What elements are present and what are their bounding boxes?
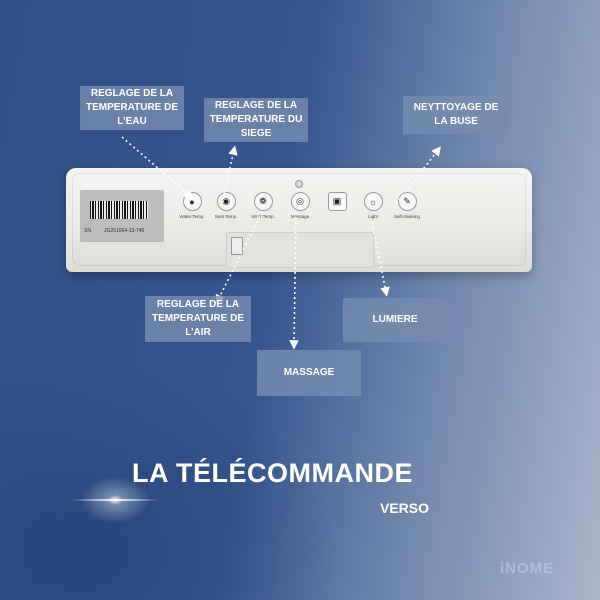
massage-button[interactable]: ◎ Massage [280, 192, 320, 219]
serial-sticker: SN JG251064-13-745 [80, 190, 164, 242]
light-button[interactable]: ☼ Light [353, 192, 393, 219]
callout-seat-temperature: REGLAGE DE LA TEMPERATURE DU SIEGE [204, 98, 308, 142]
self-cleaning-icon: ✎ [397, 192, 417, 211]
air-arrow [215, 211, 263, 305]
serial-prefix: SN [84, 228, 91, 234]
light-bulb-icon: ☼ [363, 192, 383, 211]
light-flare [70, 470, 160, 530]
water-temp-label: Water Temp. [179, 214, 205, 219]
callout-massage: MASSAGE [257, 350, 361, 396]
remote-control-panel: SN JG251064-13-745 ● Water Temp. ◉ Seat … [66, 168, 532, 272]
massage-icon: ◎ [290, 192, 310, 211]
seat-arrow [221, 145, 238, 204]
brand-logo: iNOME [500, 560, 555, 577]
page-title: LA TÉLÉCOMMANDE [132, 458, 413, 488]
light-label: Light [368, 214, 378, 219]
nozzle-arrow [395, 146, 441, 205]
barcode [90, 201, 148, 219]
seat-icon: ◉ [216, 192, 236, 211]
callout-light: LUMIERE [343, 298, 447, 342]
self-cleaning-button[interactable]: ✎ Self-cleaning [387, 192, 427, 219]
massage-label: Massage [290, 214, 310, 219]
mode-icon: ▣ [327, 192, 347, 211]
callout-nozzle-cleaning: NEYTTOYAGE DE LA BUSE [403, 96, 509, 134]
water-arrow [121, 136, 194, 200]
callout-air-temperature: REGLAGE DE LA TEMPERATURE DE L’AIR [145, 296, 251, 342]
wind-temp-button[interactable]: ❁ Wind Temp. [243, 192, 283, 219]
massage-arrow [289, 211, 299, 350]
light-arrow [371, 221, 390, 297]
seat-temp-button[interactable]: ◉ Seat Temp. [206, 192, 246, 219]
callout-water-temperature: REGLAGE DE LA TEMPERATURE DE L’EAU [80, 86, 184, 130]
wind-temp-label: Wind Temp. [251, 214, 275, 219]
wind-icon: ❁ [253, 192, 273, 211]
self-cleaning-label: Self-cleaning [393, 214, 420, 219]
mode-button[interactable]: ▣ [317, 192, 357, 214]
indicator-led [295, 180, 303, 188]
serial-number: JG251064-13-745 [104, 228, 145, 234]
seat-temp-label: Seat Temp. [214, 214, 238, 219]
window-latch [231, 237, 243, 255]
page-subtitle: VERSO [380, 500, 430, 516]
battery-window [226, 232, 374, 268]
